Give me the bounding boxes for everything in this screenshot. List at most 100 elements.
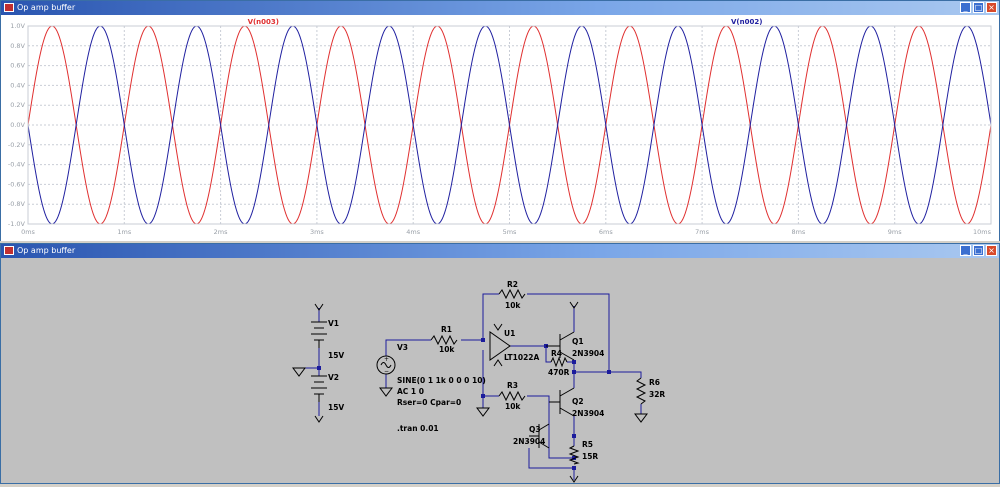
schematic-drawing[interactable]: + − V1 15V V2 15V V3 SINE(0 1 1k 0 0 0 1… (1, 258, 999, 483)
label-r2-value: 10k (505, 301, 521, 310)
resistor-r2[interactable] (498, 288, 526, 300)
trace-vn002[interactable] (27, 25, 992, 225)
label-r3: R3 (507, 381, 518, 390)
x-tick-label: 9ms (888, 228, 902, 236)
y-tick-label: 0.2V (10, 101, 25, 109)
label-q2: Q2 (572, 397, 584, 406)
wire (545, 346, 551, 363)
maximize-button[interactable]: □ (973, 2, 984, 13)
wire (528, 448, 574, 469)
transistor-q2[interactable] (549, 387, 575, 417)
tran-directive[interactable]: .tran 0.01 (397, 424, 439, 433)
y-tick-label: 0.6V (10, 62, 25, 70)
close-button[interactable]: × (986, 245, 997, 256)
wire (548, 430, 574, 459)
y-tick-label: 0.4V (10, 81, 25, 89)
label-u1: U1 (504, 329, 515, 338)
schematic-canvas[interactable]: + − V1 15V V2 15V V3 SINE(0 1 1k 0 0 0 1… (1, 258, 999, 483)
junction-dot (481, 338, 485, 342)
label-v3-ac: AC 1 0 (397, 387, 424, 396)
supply-arrow-icon (314, 415, 324, 423)
resistor-r3[interactable] (498, 390, 526, 402)
ground-icon (634, 413, 648, 423)
label-v1: V1 (328, 319, 339, 328)
resistor-r1[interactable] (430, 334, 458, 346)
y-tick-label: 1.0V (10, 22, 25, 30)
plot-background (1, 15, 999, 241)
label-q3-value: 2N3904 (513, 437, 545, 446)
y-tick-label: 0.8V (10, 42, 25, 50)
trace-label-vn003[interactable]: V(n003) (248, 18, 279, 26)
y-tick-label: -0.4V (8, 161, 26, 169)
transistor-q3[interactable] (529, 423, 550, 449)
resistor-r5[interactable] (568, 445, 580, 465)
wire (527, 395, 550, 430)
wire (573, 360, 642, 378)
sine-wave-icon (380, 362, 392, 368)
minimize-button[interactable]: _ (960, 2, 971, 13)
label-r5: R5 (582, 440, 593, 449)
resistor-r4[interactable] (550, 356, 568, 368)
close-button[interactable]: × (986, 2, 997, 13)
y-tick-label: -1.0V (8, 220, 26, 228)
label-q3: Q3 (529, 425, 541, 434)
sine-source-v3[interactable] (376, 355, 396, 375)
label-v2: V2 (328, 373, 339, 382)
opamp-u1[interactable] (489, 331, 511, 361)
junction-dot (317, 366, 321, 370)
label-u1-value: LT1022A (504, 353, 540, 362)
label-r1-value: 10k (439, 345, 455, 354)
x-tick-label: 5ms (503, 228, 517, 236)
wire (385, 339, 431, 356)
window-title: Op amp buffer (17, 246, 76, 255)
y-tick-label: -0.6V (8, 180, 26, 188)
label-r5-value: 15R (582, 452, 598, 461)
supply-arrow-icon (314, 303, 324, 311)
label-v1-value: 15V (328, 351, 344, 360)
label-v3-spec: SINE(0 1 1k 0 0 0 10) (397, 376, 486, 385)
wire (527, 293, 610, 372)
waveform-titlebar[interactable]: Op amp buffer _ □ × (1, 1, 999, 15)
supply-arrow-icon (493, 323, 503, 331)
trace-label-vn002[interactable]: V(n002) (731, 18, 762, 26)
junction-dot (481, 394, 485, 398)
minimize-button[interactable]: _ (960, 245, 971, 256)
app-icon (4, 3, 14, 12)
x-tick-label: 8ms (791, 228, 805, 236)
maximize-button[interactable]: □ (973, 245, 984, 256)
svg-text:+: + (384, 356, 389, 363)
label-r3-value: 10k (505, 402, 521, 411)
schematic-window[interactable]: Op amp buffer _ □ × (0, 243, 1000, 484)
label-v3: V3 (397, 343, 408, 352)
battery-v2[interactable] (311, 375, 327, 402)
wire (299, 348, 320, 369)
ground-icon (379, 387, 393, 397)
supply-arrow-icon (569, 301, 579, 309)
ground-icon (476, 407, 490, 417)
label-r4-value: 470R (548, 368, 570, 377)
junction-dot (572, 466, 576, 470)
wire (482, 350, 499, 397)
junction-dot (572, 360, 576, 364)
label-r1: R1 (441, 325, 452, 334)
x-tick-label: 1ms (117, 228, 131, 236)
resistor-r6[interactable] (635, 377, 647, 405)
label-v2-value: 15V (328, 403, 344, 412)
x-tick-label: 0ms (21, 228, 35, 236)
y-tick-label: -0.2V (8, 141, 26, 149)
app-icon (4, 246, 14, 255)
label-v3-parasitics: Rser=0 Cpar=0 (397, 398, 461, 407)
transistor-q1[interactable] (546, 331, 575, 361)
junction-dot (572, 370, 576, 374)
label-r6: R6 (649, 378, 660, 387)
junction-dot (607, 370, 611, 374)
schematic-titlebar[interactable]: Op amp buffer _ □ × (1, 244, 999, 258)
battery-v1[interactable] (311, 321, 327, 348)
x-tick-label: 7ms (695, 228, 709, 236)
plot-frame (27, 25, 992, 225)
ground-icon (292, 367, 306, 377)
supply-arrow-icon (569, 475, 579, 483)
label-q1: Q1 (572, 337, 584, 346)
